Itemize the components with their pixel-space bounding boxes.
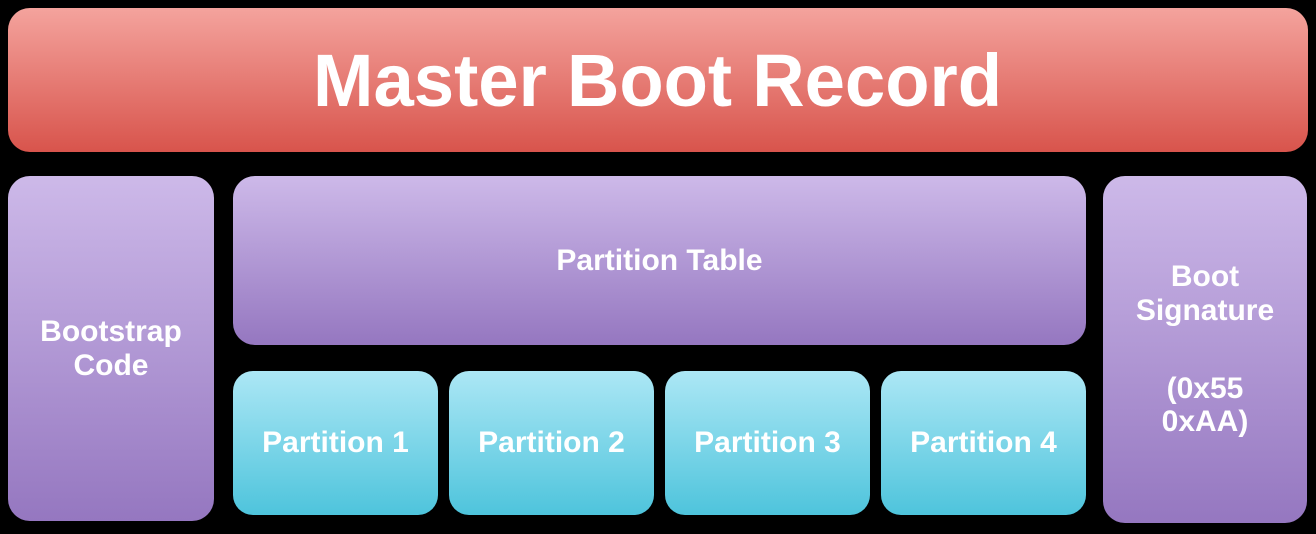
partition-4-block: Partition 4 — [881, 371, 1086, 515]
page-title: Master Boot Record — [313, 38, 1003, 122]
boot-signature-label: Boot Signature (0x55 0xAA) — [1136, 260, 1274, 438]
partition-table-block: Partition Table — [233, 176, 1086, 345]
partitions-row: Partition 1 Partition 2 Partition 3 Part… — [233, 371, 1086, 515]
partition-3-label: Partition 3 — [694, 426, 841, 460]
boot-signature-line-2: Signature — [1135, 293, 1275, 327]
boot-signature-line-3: (0x55 — [1166, 371, 1244, 405]
partition-4-label: Partition 4 — [910, 426, 1057, 460]
bootstrap-code-label: Bootstrap Code — [40, 315, 182, 382]
boot-signature-line-1: Boot — [1170, 260, 1240, 294]
boot-signature-block: Boot Signature (0x55 0xAA) — [1103, 176, 1307, 523]
bootstrap-code-line-1: Bootstrap — [40, 314, 182, 348]
partition-table-label: Partition Table — [556, 243, 763, 277]
bootstrap-code-line-2: Code — [73, 348, 149, 382]
boot-signature-line-4: 0xAA) — [1161, 405, 1249, 439]
banner: Master Boot Record — [8, 8, 1308, 152]
partition-2-block: Partition 2 — [449, 371, 654, 515]
partition-2-label: Partition 2 — [478, 426, 625, 460]
partition-1-block: Partition 1 — [233, 371, 438, 515]
bootstrap-code-block: Bootstrap Code — [8, 176, 214, 521]
partition-3-block: Partition 3 — [665, 371, 870, 515]
partition-1-label: Partition 1 — [262, 426, 409, 460]
